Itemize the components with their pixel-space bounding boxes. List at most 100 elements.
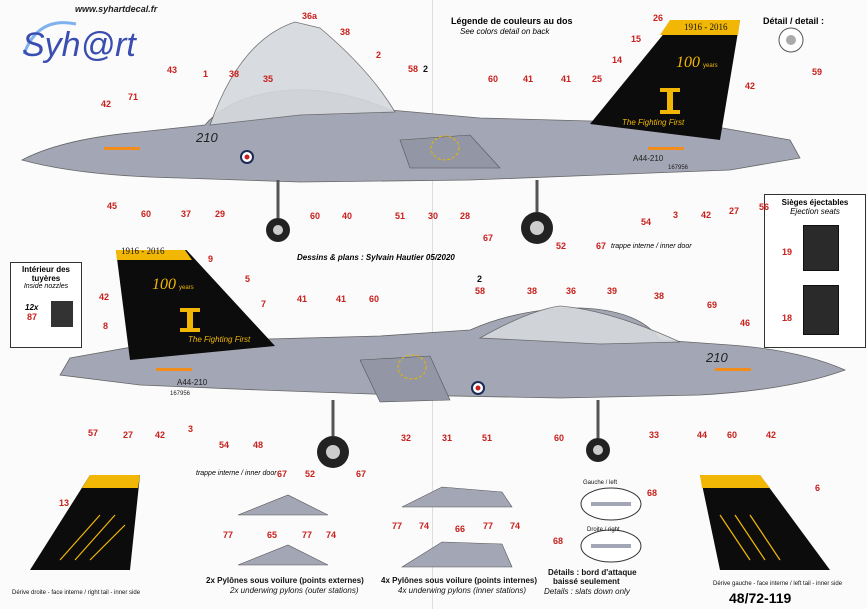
seats-box: Sièges éjectables Ejection seats xyxy=(764,194,866,348)
modex-bottom: 210 xyxy=(706,350,728,365)
legend-en: See colors detail on back xyxy=(460,27,550,36)
callout: 77 xyxy=(223,530,234,540)
credits: Dessins & plans : Sylvain Hautier 05/202… xyxy=(297,253,455,262)
callout: 31 xyxy=(442,433,453,443)
modex-top: 210 xyxy=(196,130,218,145)
fold-line xyxy=(432,0,433,609)
callout: 38 xyxy=(229,69,240,79)
callout: 66 xyxy=(455,524,466,534)
callout: 2 xyxy=(423,64,429,74)
detail-label: Détail / detail : xyxy=(763,16,825,26)
callout: 30 xyxy=(428,211,439,221)
callout: 33 xyxy=(649,430,660,440)
callout: 58 xyxy=(475,286,486,296)
callout: 67 xyxy=(596,241,607,251)
callout: 28 xyxy=(460,211,471,221)
tail-years-top: 1916 - 2016 xyxy=(684,22,728,32)
callout: 60 xyxy=(369,294,380,304)
callout: 35 xyxy=(263,74,274,84)
callout: 67 xyxy=(483,233,494,243)
small-serial-bottom: 167956 xyxy=(170,391,191,397)
nozzles-title-fr: Intérieur des tuyères xyxy=(21,265,70,283)
callout: 60 xyxy=(488,74,499,84)
caption-slats-fr: Détails : bord d'attaque xyxy=(548,568,637,577)
callout: 77 xyxy=(302,530,313,540)
legend-fr: Légende de couleurs au dos xyxy=(451,16,573,26)
callout: 41 xyxy=(561,74,572,84)
callout: 42 xyxy=(745,81,756,91)
tail-fighting-first-top: The Fighting First xyxy=(622,118,685,127)
caption-pylons-inner-en: 4x underwing pylons (inner stations) xyxy=(398,586,527,595)
callout: 38 xyxy=(654,291,665,301)
seats-title-en: Ejection seats xyxy=(790,207,840,216)
callout: 44 xyxy=(697,430,708,440)
sheet-number: 48/72-119 xyxy=(729,590,792,606)
caption-slats-en: Details : slats down only xyxy=(544,587,630,596)
caption-pylons-inner-fr: 4x Pylônes sous voilure (points internes… xyxy=(381,576,538,585)
small-serial-top: 167956 xyxy=(668,165,689,171)
callout: 36 xyxy=(566,286,577,296)
callout: 54 xyxy=(641,217,652,227)
callout: 54 xyxy=(219,440,230,450)
callout: 68 xyxy=(553,536,564,546)
callout: 32 xyxy=(401,433,412,443)
callout: 56 xyxy=(759,202,770,212)
tail-years-word-top: years xyxy=(703,63,718,69)
callout: 2 xyxy=(376,50,382,60)
callout: 37 xyxy=(181,209,192,219)
tail-hundred-top: 100 xyxy=(676,54,700,71)
site-url: www.syhartdecal.fr xyxy=(75,4,158,14)
caption-fin-left: Dérive gauche - face interne / left tail… xyxy=(713,581,843,587)
nozzles-count: 12x xyxy=(25,303,39,312)
serial-bottom: A44-210 xyxy=(177,378,208,387)
callout: 52 xyxy=(305,469,316,479)
pylons-outer xyxy=(237,494,329,566)
callout: 74 xyxy=(326,530,337,540)
callout: 60 xyxy=(554,433,565,443)
callout: 6 xyxy=(815,483,821,493)
caption-slats-fr2: baissé seulement xyxy=(553,577,620,586)
callout: 38 xyxy=(340,27,351,37)
callout: 3 xyxy=(673,210,679,220)
callout: 18 xyxy=(782,313,793,323)
callout: 2 xyxy=(477,274,483,284)
callout: 51 xyxy=(395,211,406,221)
tail-years-word-bottom: years xyxy=(179,285,194,291)
callout: 60 xyxy=(310,211,321,221)
callout: 27 xyxy=(729,206,740,216)
callout: 74 xyxy=(510,521,521,531)
callout: 52 xyxy=(556,241,567,251)
callout: 69 xyxy=(707,300,718,310)
callout: 48 xyxy=(253,440,264,450)
callout: 42 xyxy=(99,292,110,302)
callout: 68 xyxy=(647,488,658,498)
callout: 3 xyxy=(188,424,194,434)
callout: 38 xyxy=(527,286,538,296)
callout: 77 xyxy=(392,521,403,531)
caption-pylons-outer-en: 2x underwing pylons (outer stations) xyxy=(230,586,359,595)
callout: 13 xyxy=(59,498,70,508)
callout: 87 xyxy=(27,312,38,322)
callout: 42 xyxy=(766,430,777,440)
logo-graphic: Syh@rt xyxy=(22,21,137,64)
callout: 7 xyxy=(261,299,267,309)
logo: Syh@rt xyxy=(18,14,188,64)
callout: 25 xyxy=(592,74,603,84)
callout: 8 xyxy=(103,321,109,331)
callout: 67 xyxy=(277,469,288,479)
callout: 27 xyxy=(123,430,134,440)
callout: 36a xyxy=(302,11,318,21)
tail-years-bottom: 1916 - 2016 xyxy=(121,246,165,256)
callout: 77 xyxy=(483,521,494,531)
trappe-top: trappe interne / inner door xyxy=(611,243,692,250)
pylons-inner xyxy=(400,486,513,568)
callout: 74 xyxy=(419,521,430,531)
fin-right-inner xyxy=(30,475,140,570)
callout: 59 xyxy=(812,67,823,77)
callout: 15 xyxy=(631,34,642,44)
caption-gauche: Gauche / left xyxy=(583,480,618,486)
ejection-seat-2 xyxy=(803,285,839,335)
caption-fin-right: Dérive droite - face interne / right tai… xyxy=(12,590,141,596)
slats-detail xyxy=(580,487,642,563)
caption-pylons-outer-fr: 2x Pylônes sous voilure (points externes… xyxy=(206,576,364,585)
